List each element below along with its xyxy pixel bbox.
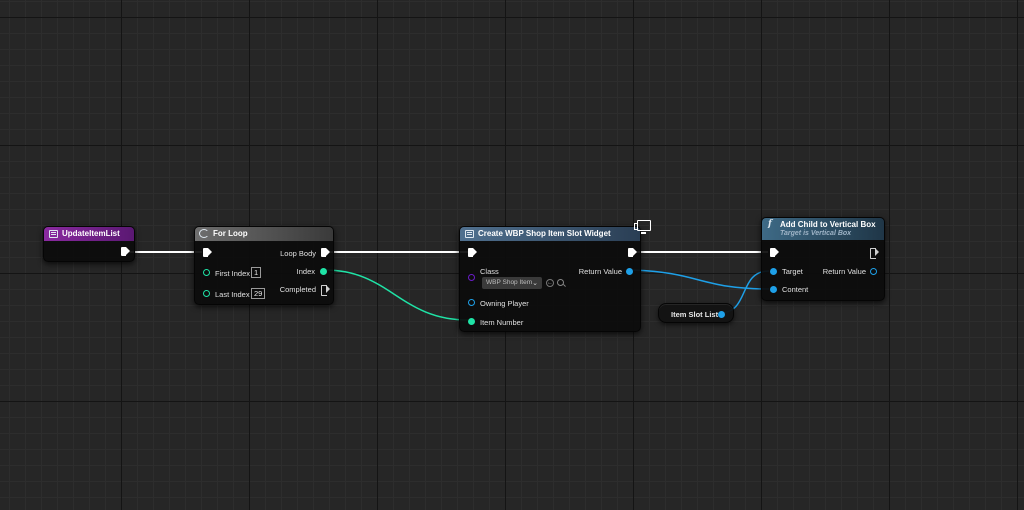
index-out-pin[interactable]	[320, 268, 327, 275]
chevron-down-icon: ⌄	[532, 280, 538, 287]
create-widget-title: Create WBP Shop Item Slot Widget	[478, 229, 611, 238]
object-wire-return-to-content	[630, 269, 770, 290]
add-child-return-value-label: Return Value	[822, 267, 866, 276]
event-grid-icon	[49, 230, 58, 238]
owning-player-label: Owning Player	[480, 299, 529, 308]
completed-exec-pin[interactable]	[321, 285, 330, 296]
item-slot-list-label: Item Slot List	[671, 310, 719, 319]
add-child-header: f Add Child to Vertical Box Target is Ve…	[762, 218, 884, 240]
event-node-title: UpdateItemList	[62, 229, 120, 238]
browse-search-icon[interactable]	[557, 279, 564, 286]
event-node-update-item-list[interactable]: UpdateItemList	[43, 226, 135, 262]
class-pin[interactable]	[468, 274, 475, 281]
create-widget-exec-in-pin[interactable]	[468, 248, 477, 257]
for-loop-header: For Loop	[195, 227, 333, 241]
loop-body-label: Loop Body	[280, 249, 316, 258]
last-index-input[interactable]: 29	[251, 288, 266, 299]
first-index-pin[interactable]	[203, 269, 210, 276]
index-label: Index	[296, 267, 315, 276]
create-widget-exec-out-pin[interactable]	[628, 248, 637, 257]
use-selected-icon[interactable]: ←	[546, 279, 554, 287]
item-slot-list-variable-node[interactable]: Item Slot List	[658, 303, 734, 323]
create-widget-header: Create WBP Shop Item Slot Widget	[460, 227, 640, 241]
add-child-exec-in-pin[interactable]	[770, 248, 779, 257]
event-node-header: UpdateItemList	[44, 227, 134, 241]
owning-player-pin[interactable]	[468, 299, 475, 306]
add-child-subtitle: Target is Vertical Box	[780, 230, 852, 237]
widget-grid-icon	[465, 230, 474, 238]
add-child-title: Add Child to Vertical Box	[780, 220, 876, 229]
item-number-label: Item Number	[480, 318, 524, 327]
event-exec-out-pin[interactable]	[121, 247, 130, 256]
function-icon: f	[768, 219, 772, 229]
add-child-exec-out-pin[interactable]	[870, 248, 879, 259]
last-index-label: Last Index	[215, 290, 250, 299]
for-loop-title: For Loop	[213, 229, 248, 238]
class-select-dropdown[interactable]: WBP Shop Item ⌄	[482, 277, 542, 289]
add-child-node[interactable]: f Add Child to Vertical Box Target is Ve…	[761, 217, 885, 301]
for-loop-exec-in-pin[interactable]	[203, 248, 212, 257]
add-child-return-value-pin[interactable]	[870, 268, 877, 275]
create-return-value-pin[interactable]	[626, 268, 633, 275]
loop-icon	[199, 229, 209, 238]
monitor-icon	[634, 220, 651, 234]
first-index-input[interactable]: 1	[251, 267, 262, 278]
item-number-pin[interactable]	[468, 318, 475, 325]
for-loop-node[interactable]: For Loop Loop Body First Index 1 Index L…	[194, 226, 334, 305]
content-pin[interactable]	[770, 286, 777, 293]
first-index-label: First Index	[215, 269, 251, 278]
target-label: Target	[782, 267, 803, 276]
class-label: Class	[480, 267, 499, 276]
target-pin[interactable]	[770, 268, 777, 275]
create-return-value-label: Return Value	[578, 267, 622, 276]
int-wire-index-to-itemnumber	[324, 269, 469, 321]
content-label: Content	[782, 285, 809, 294]
class-select-value: WBP Shop Item	[486, 279, 533, 286]
loop-body-exec-pin[interactable]	[321, 248, 330, 257]
create-widget-node[interactable]: Create WBP Shop Item Slot Widget Class W…	[459, 226, 641, 332]
last-index-pin[interactable]	[203, 290, 210, 297]
completed-label: Completed	[279, 285, 316, 294]
item-slot-list-out-pin[interactable]	[718, 311, 725, 318]
